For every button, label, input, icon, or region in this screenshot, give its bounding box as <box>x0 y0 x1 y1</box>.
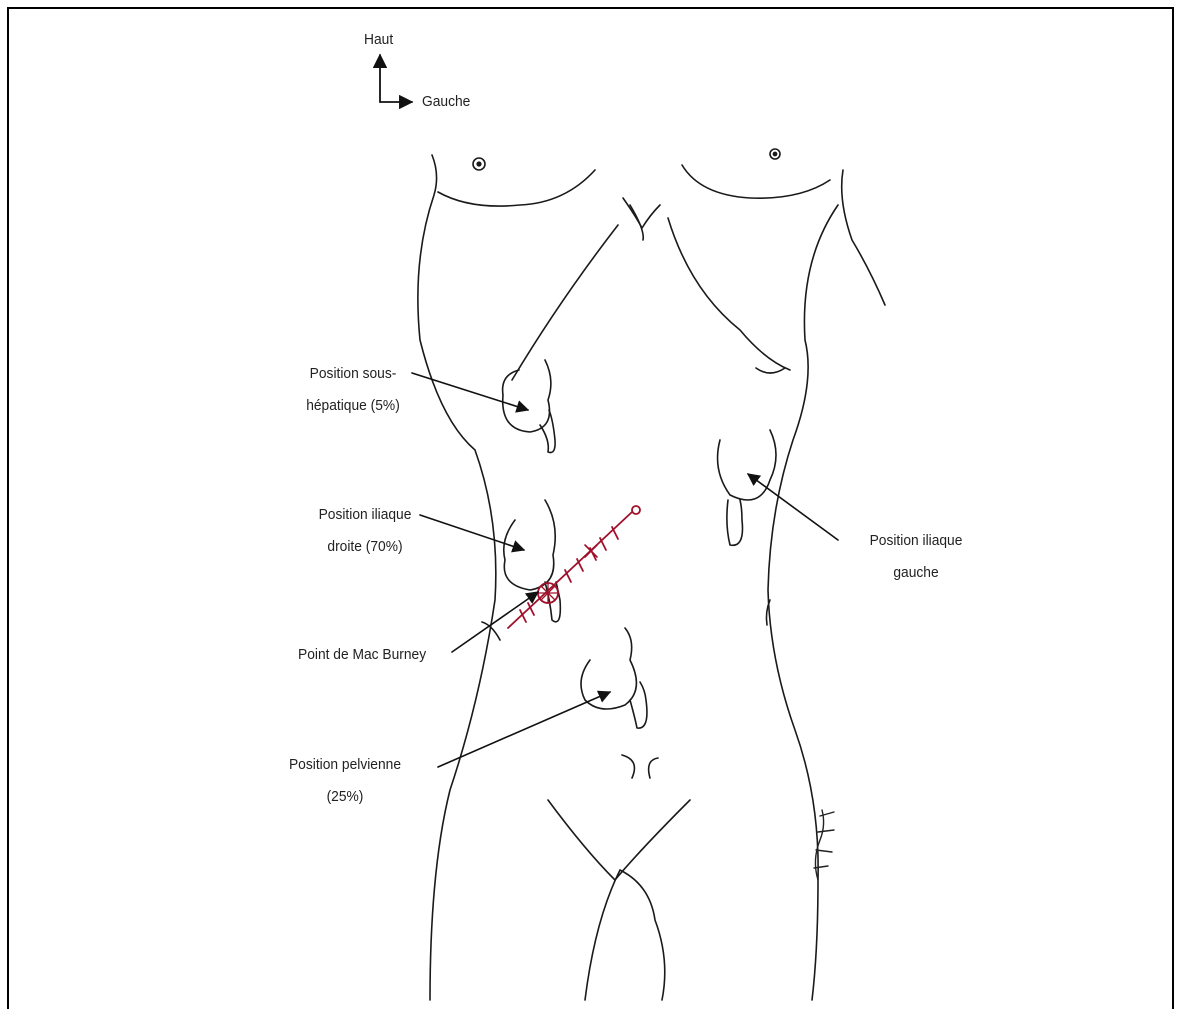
label-right-iliac-line2: droite (70%) <box>296 531 434 563</box>
mcburney-incision <box>508 506 640 628</box>
left-label: Gauche <box>422 93 470 110</box>
label-left-iliac-line1: Position iliaque <box>842 525 989 557</box>
label-left-iliac-line2: gauche <box>842 557 989 589</box>
label-left-iliac: Position iliaque gauche <box>842 525 989 589</box>
label-pelvic: Position pelvienne (25%) <box>271 749 418 813</box>
torso-outline <box>418 149 885 1000</box>
orientation-arrows <box>380 55 412 102</box>
appendix-right-iliac <box>504 500 561 622</box>
label-pelvic-line1: Position pelvienne <box>271 749 418 781</box>
label-right-iliac-line1: Position iliaque <box>296 499 434 531</box>
label-pelvic-line2: (25%) <box>271 781 418 813</box>
label-subhepatic: Position sous- hépatique (5%) <box>284 358 422 422</box>
leader-arrows <box>412 373 838 767</box>
label-subhepatic-line1: Position sous- <box>284 358 422 390</box>
label-right-iliac: Position iliaque droite (70%) <box>296 499 434 563</box>
appendix-pelvic <box>581 628 647 728</box>
label-mcburney: Point de Mac Burney <box>298 639 426 671</box>
appendix-subhepatic <box>503 360 556 453</box>
label-subhepatic-line2: hépatique (5%) <box>284 390 422 422</box>
up-label: Haut <box>364 31 393 48</box>
